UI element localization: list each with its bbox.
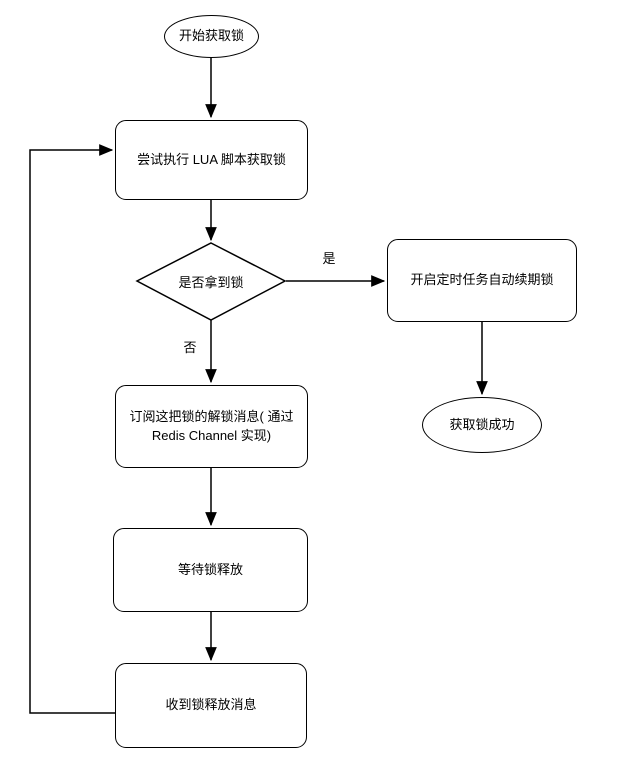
edge-received-loop-to-try: [29, 144, 115, 714]
edge-label-no: 否: [177, 335, 203, 357]
start-node: 开始获取锁: [164, 15, 259, 58]
wait-release-node: 等待锁释放: [113, 528, 308, 612]
start-node-label: 开始获取锁: [178, 28, 244, 44]
try-lua-node-label: 尝试执行 LUA 脚本获取锁: [137, 151, 286, 167]
edge-label-yes: 是: [316, 246, 342, 268]
wait-release-node-label: 等待锁释放: [177, 561, 243, 577]
subscribe-node: 订阅这把锁的解锁消息( 通过 Redis Channel 实现): [115, 385, 308, 468]
try-lua-node: 尝试执行 LUA 脚本获取锁: [115, 120, 308, 200]
received-release-node-label: 收到锁释放消息: [165, 697, 257, 713]
renew-node: 开启定时任务自动续期锁: [387, 239, 577, 322]
renew-node-label: 开启定时任务自动续期锁: [410, 272, 554, 288]
decision-diamond-shape: [135, 242, 287, 321]
decision-node-label: 是否拿到锁: [178, 274, 244, 290]
success-node: 获取锁成功: [422, 397, 542, 453]
received-release-node: 收到锁释放消息: [115, 663, 307, 748]
subscribe-node-label: 订阅这把锁的解锁消息( 通过 Redis Channel 实现): [129, 408, 294, 443]
success-node-label: 获取锁成功: [449, 416, 515, 432]
decision-node: 是否拿到锁: [145, 262, 277, 300]
